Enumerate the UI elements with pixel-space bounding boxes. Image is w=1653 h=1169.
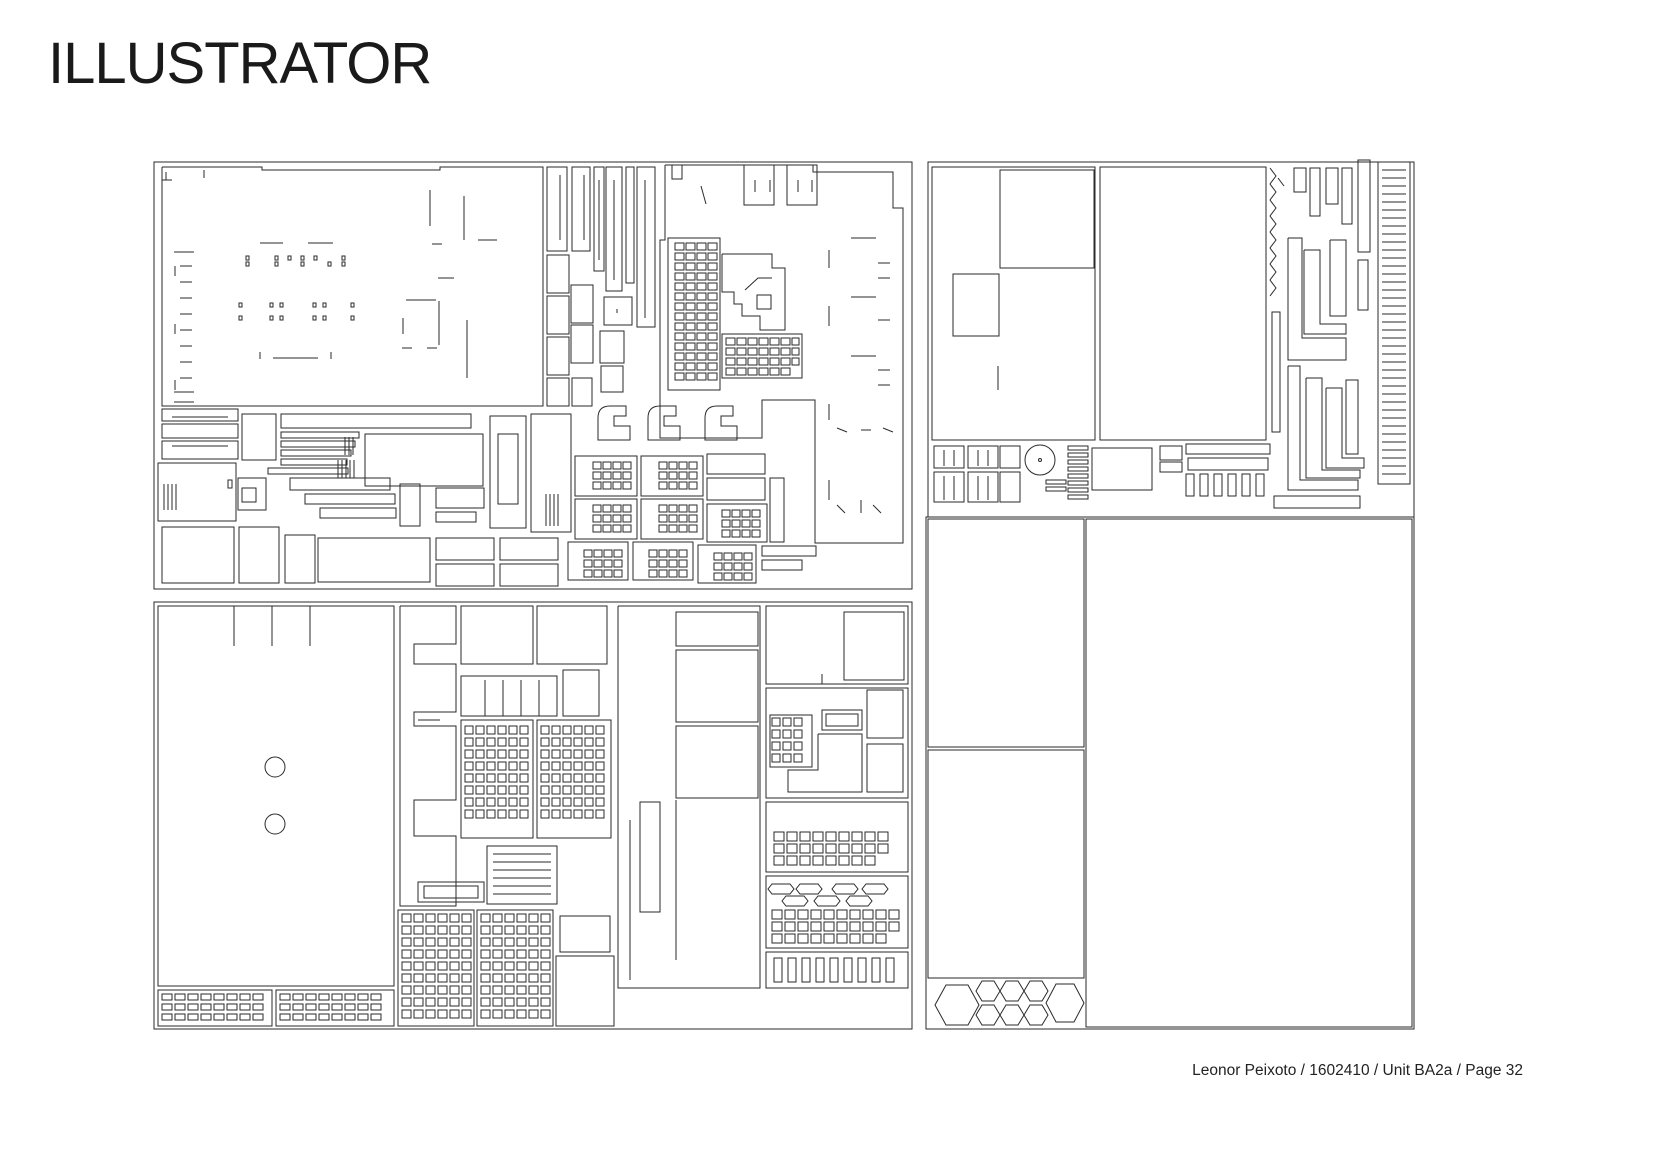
round-disc: [1024, 444, 1056, 476]
window-grid-e: [464, 725, 605, 819]
main-panel-slots: [259, 190, 497, 378]
comb-strip-right: [1377, 161, 1411, 485]
zigzag-strip: [1269, 167, 1285, 297]
brick-row-a: [161, 993, 382, 1021]
vent-lines: [163, 484, 177, 510]
hexagon-cutouts: [934, 980, 1085, 1026]
cloud-cutouts: [767, 883, 889, 907]
cutting-layout-drawing: [153, 159, 1415, 1030]
hole-upper: [264, 756, 286, 778]
large-base-panel: [157, 605, 395, 987]
bottom-left-parts: [157, 605, 909, 1027]
window-grid-a: [674, 242, 718, 381]
window-grid-b: [725, 337, 800, 376]
right-top-parts: [931, 159, 1411, 509]
left-edge-slots: [162, 170, 205, 403]
hole-lower: [264, 813, 286, 835]
stack-bars: [1045, 445, 1089, 500]
window-grid-g: [771, 717, 803, 763]
main-panel: [161, 166, 544, 407]
page-title: ILLUSTRATOR: [48, 31, 432, 96]
window-grid-h: [773, 831, 889, 866]
slat-lines: [493, 853, 551, 895]
figure-cutouts: [773, 957, 895, 983]
main-panel-holes: [238, 255, 355, 321]
pegs: [1185, 473, 1265, 497]
vent-lines-b: [545, 494, 559, 526]
sheet-right-bottom: [925, 516, 1415, 1030]
window-grid-c: [583, 461, 753, 581]
sheet-top-left: [153, 161, 913, 590]
sheet-bottom-left: [153, 601, 913, 1030]
sheet-right-top: [927, 161, 1415, 518]
window-frames: [933, 445, 1021, 503]
comb-strips: [267, 431, 360, 478]
right-bottom-parts: [927, 518, 1413, 1028]
window-grid-d: [721, 509, 761, 538]
footer-credit: Leonor Peixoto / 1602410 / Unit BA2a / P…: [1192, 1062, 1523, 1079]
window-grid-f: [401, 913, 551, 1019]
top-left-parts: [157, 164, 904, 587]
window-grid-i: [771, 909, 900, 944]
